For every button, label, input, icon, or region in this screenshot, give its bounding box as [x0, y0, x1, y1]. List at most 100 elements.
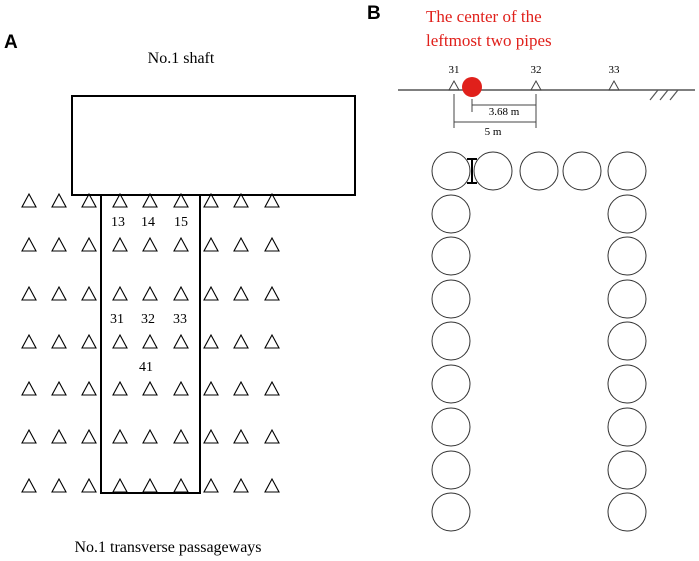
monitoring-point-triangle	[233, 285, 249, 301]
monitoring-point-triangle	[233, 192, 249, 208]
b-point-label-32: 32	[531, 64, 542, 76]
monitoring-point-triangle	[142, 285, 158, 301]
monitoring-point-triangle	[142, 428, 158, 444]
monitoring-point-triangle	[173, 285, 189, 301]
monitoring-point-triangle	[203, 333, 219, 349]
monitoring-point-triangle	[264, 380, 280, 396]
dimension-short-label: 3.68 m	[489, 106, 520, 118]
pipe-circle	[431, 407, 471, 447]
point-label-14: 14	[141, 215, 155, 230]
monitoring-point-triangle	[21, 477, 37, 493]
panel-a-point-labels: 13 14 15 31 32 33 41	[110, 215, 188, 375]
pipe-center-marker	[462, 77, 482, 97]
monitoring-point-triangle	[173, 236, 189, 252]
pipe-circle	[607, 492, 647, 532]
pipe-circle	[431, 194, 471, 234]
shaft-label: No.1 shaft	[148, 50, 215, 67]
point-label-33: 33	[173, 312, 187, 327]
pipe-circle	[431, 450, 471, 490]
point-label-15: 15	[174, 215, 188, 230]
passageway-label: No.1 transverse passageways	[74, 539, 261, 556]
dimension-long-label: 5 m	[485, 126, 502, 138]
monitoring-point-triangle	[142, 192, 158, 208]
pipe-circle	[519, 151, 559, 191]
monitoring-point-triangle	[81, 380, 97, 396]
monitoring-point-grid	[21, 192, 280, 493]
monitoring-point-triangle	[203, 285, 219, 301]
monitoring-point-triangle	[264, 192, 280, 208]
monitoring-point-triangle	[203, 236, 219, 252]
monitoring-point-triangle	[51, 285, 67, 301]
monitoring-point-triangle	[112, 333, 128, 349]
monitoring-point-triangle	[142, 380, 158, 396]
point-label-32: 32	[141, 312, 155, 327]
pipe-roof-circles	[431, 151, 647, 532]
pipe-circle	[473, 151, 513, 191]
pipe-circle	[431, 492, 471, 532]
b-point-label-31: 31	[449, 64, 460, 76]
monitoring-point-triangle	[112, 236, 128, 252]
pipe-circle	[607, 364, 647, 404]
pipe-circle	[607, 321, 647, 361]
panel-b: B The center of the leftmost two pipes 3…	[367, 3, 695, 532]
monitoring-point-triangle	[173, 192, 189, 208]
b-point-label-33: 33	[609, 64, 621, 76]
monitoring-point-triangle	[112, 428, 128, 444]
panel-a: A No.1 shaft 13 14 15 31 32 33 41 No.1 t…	[4, 32, 356, 556]
pipe-circle	[607, 450, 647, 490]
monitoring-point-triangle	[233, 380, 249, 396]
monitoring-point-triangle	[112, 477, 128, 493]
monitoring-point-triangle	[264, 477, 280, 493]
monitoring-point-triangle	[21, 333, 37, 349]
pipe-circle	[431, 321, 471, 361]
monitoring-point-triangle	[173, 333, 189, 349]
pipe-circle	[431, 364, 471, 404]
monitoring-point-triangle	[51, 192, 67, 208]
monitoring-point-triangle	[233, 428, 249, 444]
ground-hatch	[649, 89, 679, 101]
monitoring-point-triangle	[264, 428, 280, 444]
monitoring-point-triangle	[112, 380, 128, 396]
pipe-circle	[431, 236, 471, 276]
point-label-41: 41	[139, 360, 153, 375]
monitoring-point-triangle	[21, 428, 37, 444]
monitoring-point-triangle	[51, 380, 67, 396]
pipe-circle	[607, 236, 647, 276]
monitoring-point-triangle	[21, 380, 37, 396]
pipe-circle	[607, 279, 647, 319]
monitoring-point-triangle	[81, 477, 97, 493]
monitoring-point-triangle	[233, 477, 249, 493]
monitoring-point-triangle	[203, 192, 219, 208]
panel-b-letter: B	[367, 3, 381, 24]
monitoring-point-triangle	[203, 477, 219, 493]
monitoring-point-triangle	[233, 333, 249, 349]
callout-line-2: leftmost two pipes	[426, 31, 552, 50]
panel-a-letter: A	[4, 32, 18, 53]
pipe-circle	[562, 151, 602, 191]
monitoring-point-triangle	[21, 236, 37, 252]
monitoring-point-triangle	[173, 428, 189, 444]
monitoring-point-triangle	[81, 192, 97, 208]
monitoring-point-triangle	[142, 477, 158, 493]
monitoring-point-triangle	[173, 380, 189, 396]
monitoring-point-triangle	[142, 236, 158, 252]
monitoring-point-triangle	[264, 333, 280, 349]
monitoring-point-triangle	[142, 333, 158, 349]
b-monitoring-point-32	[530, 79, 542, 91]
monitoring-point-triangle	[203, 428, 219, 444]
monitoring-point-triangle	[51, 428, 67, 444]
point-label-13: 13	[111, 215, 125, 230]
monitoring-point-triangle	[203, 380, 219, 396]
pipe-circle	[607, 407, 647, 447]
monitoring-point-triangle	[81, 236, 97, 252]
pipe-circle	[431, 151, 471, 191]
b-monitoring-point-33	[608, 79, 620, 91]
monitoring-point-triangle	[233, 236, 249, 252]
dimension-lines	[453, 94, 537, 128]
shaft-rectangle	[71, 95, 356, 196]
pipe-circle	[607, 194, 647, 234]
monitoring-point-triangle	[112, 285, 128, 301]
b-monitoring-point-31	[448, 79, 460, 91]
monitoring-point-triangle	[51, 333, 67, 349]
